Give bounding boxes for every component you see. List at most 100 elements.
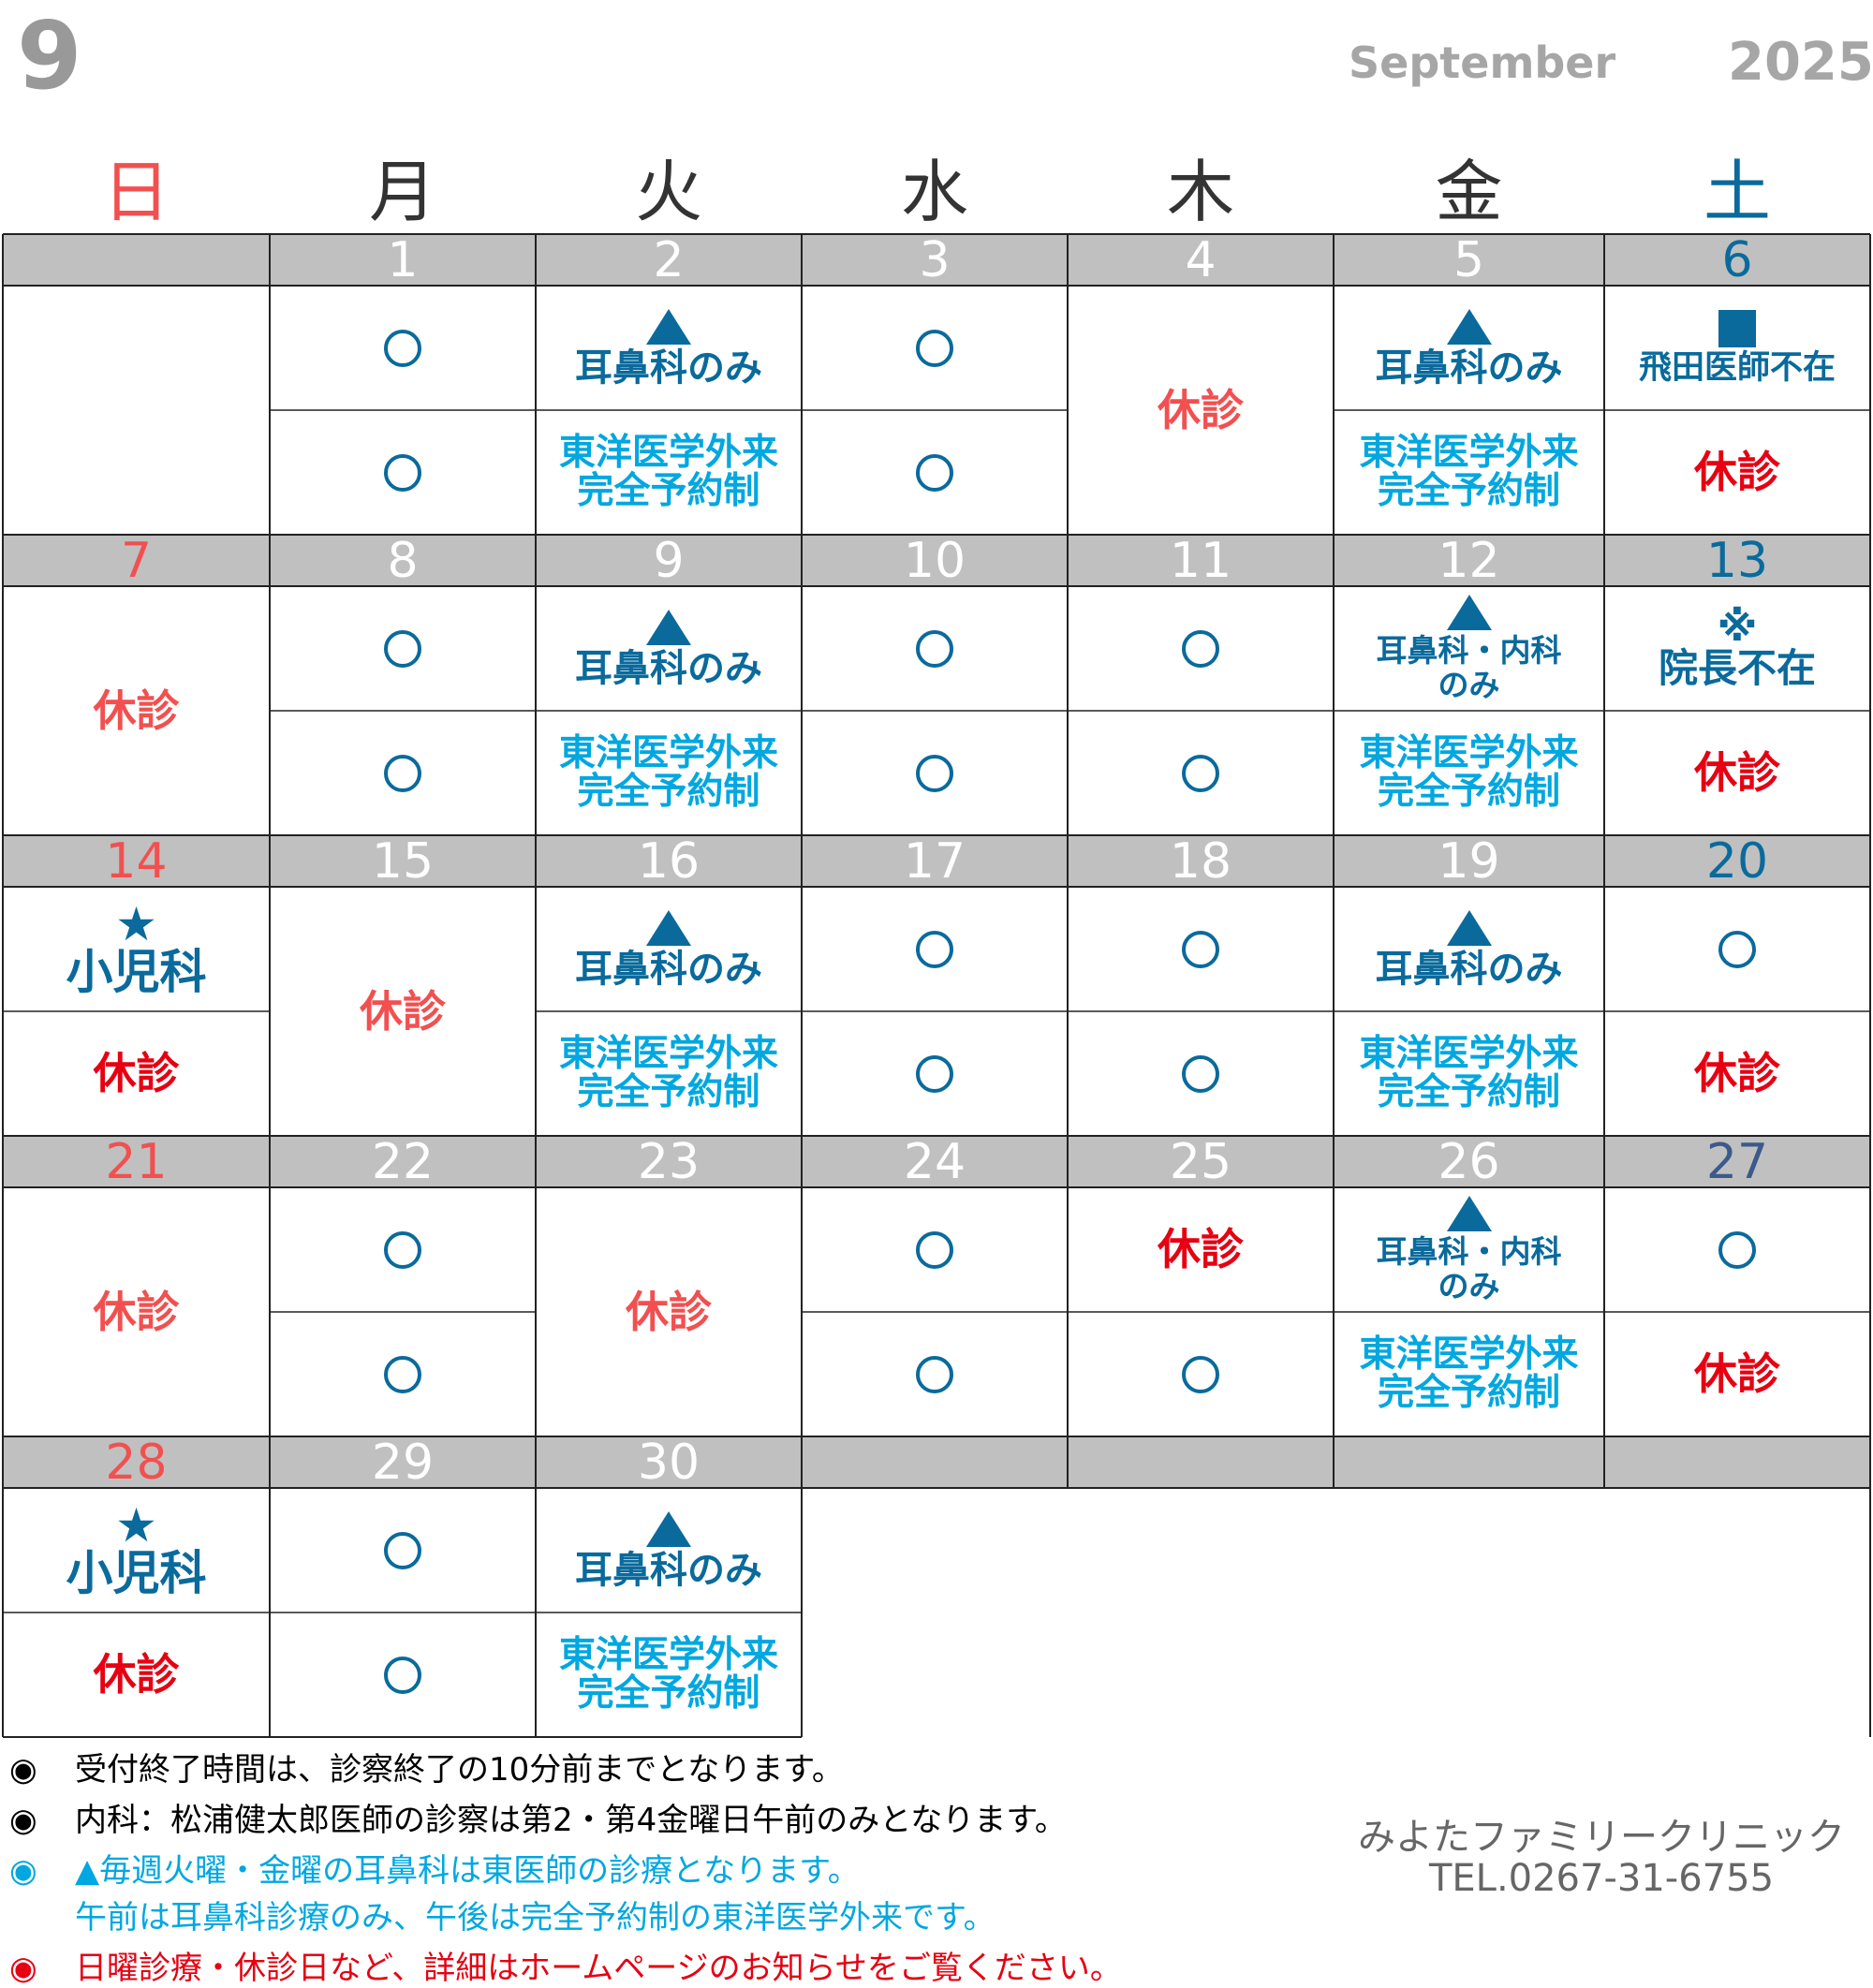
am-slot: ★小児科 (3, 887, 270, 1011)
triangle-icon (646, 308, 691, 345)
triangle-icon (1446, 595, 1492, 631)
doctor-absent-label: 飛田医師不在 (1638, 349, 1836, 388)
pm-slot: 東洋医学外来完全予約制 (1334, 410, 1604, 535)
open-circle-icon (1718, 1230, 1756, 1269)
open-circle-icon (1718, 930, 1756, 968)
toyo-label: 東洋医学外来 (558, 1032, 778, 1075)
toyo-label: 東洋医学外来 (558, 731, 778, 774)
date-number: 13 (1604, 535, 1870, 586)
date-number: 7 (3, 535, 270, 586)
toyo-label: 完全予約制 (577, 770, 760, 813)
am-slot (1604, 887, 1870, 1011)
date-number: 3 (802, 234, 1068, 286)
date-number: 18 (1068, 835, 1334, 887)
am-slot (1604, 1187, 1870, 1312)
toyo-label: 完全予約制 (1377, 770, 1560, 813)
am-slot: 耳鼻科のみ (536, 887, 802, 1011)
closed-label: 休診 (1158, 384, 1244, 435)
star-icon: ★ (115, 1498, 157, 1554)
clinic-name: みよたファミリークリニック (1358, 1816, 1845, 1859)
ent-only-label: 耳鼻科のみ (575, 947, 762, 991)
date-number: 22 (270, 1136, 536, 1187)
bullet-icon: ◉ (9, 1802, 37, 1839)
open-circle-icon (916, 1054, 953, 1093)
ent-only-label: 耳鼻科のみ (1375, 346, 1563, 390)
note-text: 受付終了時間は、診察終了の10分前までとなります。 (75, 1751, 844, 1789)
pm-slot (270, 711, 536, 835)
open-circle-icon (1182, 930, 1219, 968)
toyo-label: 東洋医学外来 (1359, 1032, 1579, 1075)
date-number: 2 (536, 234, 802, 286)
note-text: 午前は耳鼻科診療のみ、午後は完全予約制の東洋医学外来です。 (75, 1899, 995, 1936)
date-number (1068, 1436, 1334, 1488)
closed-label: 休診 (1694, 447, 1780, 498)
open-circle-icon (384, 629, 421, 668)
director-absent-label: 院長不在 (1658, 645, 1816, 692)
pm-slot: 東洋医学外来完全予約制 (536, 410, 802, 535)
ent-internal-label: 耳鼻科・内科 (1376, 1233, 1562, 1271)
am-slot: 耳鼻科のみ (536, 286, 802, 410)
month-name: September (1349, 37, 1616, 88)
full-day-slot: 休診 (3, 1187, 270, 1436)
open-circle-icon (1182, 754, 1219, 792)
pm-slot: 東洋医学外来完全予約制 (1334, 711, 1604, 835)
pm-slot: 休診 (1604, 410, 1870, 535)
triangle-icon (646, 609, 691, 645)
date-number: 23 (536, 1136, 802, 1187)
date-number: 15 (270, 835, 536, 887)
open-circle-icon (916, 453, 953, 492)
triangle-icon (646, 1510, 691, 1547)
date-number: 25 (1068, 1136, 1334, 1187)
pm-slot (1068, 711, 1334, 835)
note-line: ◉ ▲毎週火曜・金曜の耳鼻科は東医師の診療となります。 (9, 1845, 860, 1891)
date-number: 11 (1068, 535, 1334, 586)
note-line: ◉受付終了時間は、診察終了の10分前までとなります。 (9, 1744, 844, 1789)
am-slot: ※院長不在 (1604, 586, 1870, 711)
clinic-info: みよたファミリークリニック TEL.0267-31-6755 (1349, 1817, 1854, 1899)
pm-slot: 休診 (1604, 1312, 1870, 1436)
note-text: ▲毎週火曜・金曜の耳鼻科は東医師の診療となります。 (75, 1852, 860, 1890)
bullet-icon: ◉ (9, 1950, 37, 1987)
pm-slot: 東洋医学外来完全予約制 (536, 1011, 802, 1136)
ent-internal-label: 耳鼻科・内科 (1376, 632, 1562, 670)
am-slot: 耳鼻科のみ (1334, 286, 1604, 410)
toyo-label: 東洋医学外来 (1359, 431, 1579, 474)
toyo-label: 東洋医学外来 (558, 431, 778, 474)
closed-label: 休診 (1694, 747, 1780, 799)
toyo-label: 完全予約制 (1377, 1070, 1560, 1113)
bullet-icon: ◉ (9, 1852, 37, 1890)
date-number: 1 (270, 234, 536, 286)
am-slot (802, 586, 1068, 711)
full-day-slot: 休診 (3, 586, 270, 835)
toyo-label: 完全予約制 (577, 1671, 760, 1715)
am-slot (802, 1187, 1068, 1312)
am-slot (270, 1488, 536, 1612)
year: 2025 (1728, 32, 1873, 93)
triangle-icon (1446, 909, 1492, 946)
ent-only-label: 耳鼻科のみ (575, 346, 762, 390)
date-number: 21 (3, 1136, 270, 1187)
date-number: 26 (1334, 1136, 1604, 1187)
star-icon: ★ (115, 897, 157, 952)
full-day-slot: 休診 (270, 887, 536, 1136)
pm-slot: 休診 (1604, 711, 1870, 835)
toyo-label: 東洋医学外来 (1359, 1333, 1579, 1376)
am-slot: 耳鼻科のみ (1334, 887, 1604, 1011)
note-text: 内科：松浦健太郎医師の診察は第2・第4金曜日午前のみとなります。 (75, 1802, 1067, 1839)
open-circle-icon (916, 1355, 953, 1393)
pm-slot: 東洋医学外来完全予約制 (536, 1612, 802, 1737)
date-number: 14 (3, 835, 270, 887)
pm-slot (1068, 1011, 1334, 1136)
weekday-label: 日 (102, 153, 170, 231)
date-number (1334, 1436, 1604, 1488)
closed-label: 休診 (93, 1286, 180, 1337)
open-circle-icon (1182, 629, 1219, 668)
ent-only-label: 耳鼻科のみ (1375, 947, 1563, 991)
pm-slot (1068, 1312, 1334, 1436)
pm-slot (802, 1011, 1068, 1136)
open-circle-icon (916, 629, 953, 668)
am-slot: 休診 (1068, 1187, 1334, 1312)
note-text: 日曜診療・休診日など、詳細はホームページのお知らせをご覧ください。 (75, 1950, 1122, 1987)
open-circle-icon (384, 1531, 421, 1569)
toyo-label: 完全予約制 (1377, 469, 1560, 512)
